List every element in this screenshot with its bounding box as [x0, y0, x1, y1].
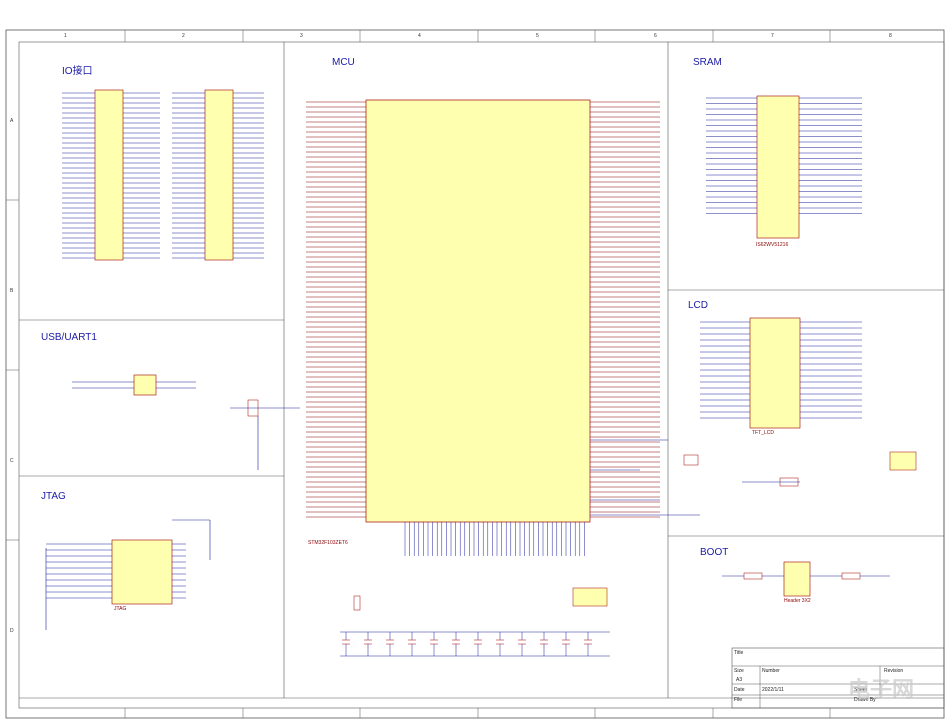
sram-pin-lines	[706, 97, 862, 214]
title-block-size-label: Size	[734, 668, 744, 674]
zone-row-a: A	[10, 118, 14, 124]
title-block-date: 2022/1/11	[762, 687, 784, 693]
mcu-pin-lines	[306, 101, 660, 518]
mcu-bottom-pins	[404, 522, 585, 556]
boot-resistor-r	[841, 572, 861, 580]
zone-col-6: 6	[654, 33, 657, 39]
zone-col-3: 3	[300, 33, 303, 39]
zone-col-4: 4	[418, 33, 421, 39]
lcd-part-label: TFT_LCD	[752, 430, 774, 436]
zone-col-1: 1	[64, 33, 67, 39]
sram-part-label: IS62WV51216	[756, 242, 789, 248]
zone-ticks	[6, 30, 831, 718]
lcd-body	[749, 317, 801, 429]
jtag-pin-lines	[46, 543, 186, 599]
jtag-part-label: JTAG	[114, 606, 127, 612]
mcu-part-label: STM32F103ZET6	[308, 540, 348, 546]
section-title-io: IO接口	[62, 66, 93, 77]
section-title-lcd: LCD	[688, 300, 709, 311]
io-header-p4	[94, 89, 124, 261]
mcu-body	[365, 99, 591, 523]
boot-body	[783, 561, 811, 597]
zone-col-8: 8	[889, 33, 892, 39]
section-title-boot: BOOT	[700, 547, 729, 558]
section-title-jtag: JTAG	[41, 491, 66, 502]
usb-connector-body	[133, 374, 157, 396]
section-title-mcu: MCU	[332, 57, 355, 68]
title-block	[731, 647, 945, 709]
section-title-usb: USB/UART1	[41, 332, 97, 343]
led-header	[889, 451, 917, 471]
boot-part-label: Header 3X2	[784, 598, 811, 604]
inner-frame	[18, 41, 945, 709]
lcd-pin-lines	[700, 321, 862, 419]
title-block-revision-label: Revision	[884, 668, 904, 674]
title-block-date-label: Date	[734, 687, 745, 693]
decoupling-caps	[342, 632, 592, 656]
io-pin-lines	[62, 92, 264, 259]
title-block-title: Title	[734, 650, 744, 656]
battery	[683, 454, 699, 466]
io-header-p5	[204, 89, 234, 261]
zone-row-d: D	[10, 628, 14, 634]
p7-header	[572, 587, 608, 607]
zone-col-7: 7	[771, 33, 774, 39]
title-block-drawn-label: Drawn By	[854, 697, 876, 703]
zone-row-b: B	[10, 288, 14, 294]
boot-resistor-l	[743, 572, 763, 580]
r27-resistor	[353, 595, 361, 611]
sram-body	[756, 95, 800, 239]
title-block-file-label: File	[734, 697, 743, 703]
watermark: 电子网	[848, 678, 915, 703]
title-block-number-label: Number	[762, 668, 780, 674]
title-block-sheet-label: Sheet	[854, 687, 868, 693]
zone-row-c: C	[10, 458, 14, 464]
zone-col-2: 2	[182, 33, 185, 39]
title-block-size: A3	[736, 677, 743, 683]
section-title-sram: SRAM	[693, 57, 722, 68]
zone-col-5: 5	[536, 33, 539, 39]
jtag-body	[111, 539, 173, 605]
